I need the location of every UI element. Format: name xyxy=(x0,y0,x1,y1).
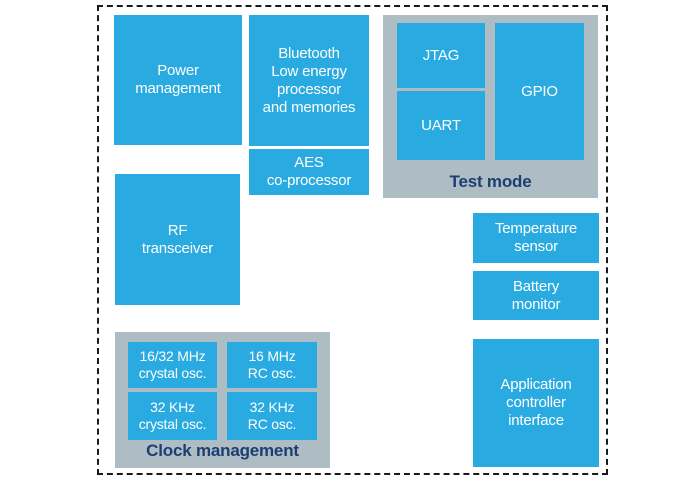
chip-boundary-dashed-outline xyxy=(97,5,608,475)
block-gpio: GPIO xyxy=(495,23,584,160)
group-test-mode: JTAG UART GPIO Test mode xyxy=(383,15,598,198)
block-power-management: Power management xyxy=(114,15,242,145)
block-battery-monitor: Battery monitor xyxy=(473,271,599,320)
block-temperature-sensor: Temperature sensor xyxy=(473,213,599,263)
block-rf-transceiver: RF transceiver xyxy=(115,174,240,305)
group-label-test-mode: Test mode xyxy=(449,172,532,191)
block-aes-coprocessor: AES co-processor xyxy=(249,149,369,195)
block-uart: UART xyxy=(397,91,485,160)
block-bluetooth-low-energy-processor: Bluetooth Low energy processor and memor… xyxy=(249,15,369,146)
block-crystal-osc-16-32mhz: 16/32 MHz crystal osc. xyxy=(128,342,217,388)
block-crystal-osc-32khz: 32 KHz crystal osc. xyxy=(128,392,217,440)
block-jtag: JTAG xyxy=(397,23,485,88)
group-label-clock-management: Clock management xyxy=(146,441,299,460)
block-rc-osc-32khz: 32 KHz RC osc. xyxy=(227,392,317,440)
block-application-controller-interface: Application controller interface xyxy=(473,339,599,467)
group-clock-management: 16/32 MHz crystal osc. 16 MHz RC osc. 32… xyxy=(115,332,330,468)
block-rc-osc-16mhz: 16 MHz RC osc. xyxy=(227,342,317,388)
